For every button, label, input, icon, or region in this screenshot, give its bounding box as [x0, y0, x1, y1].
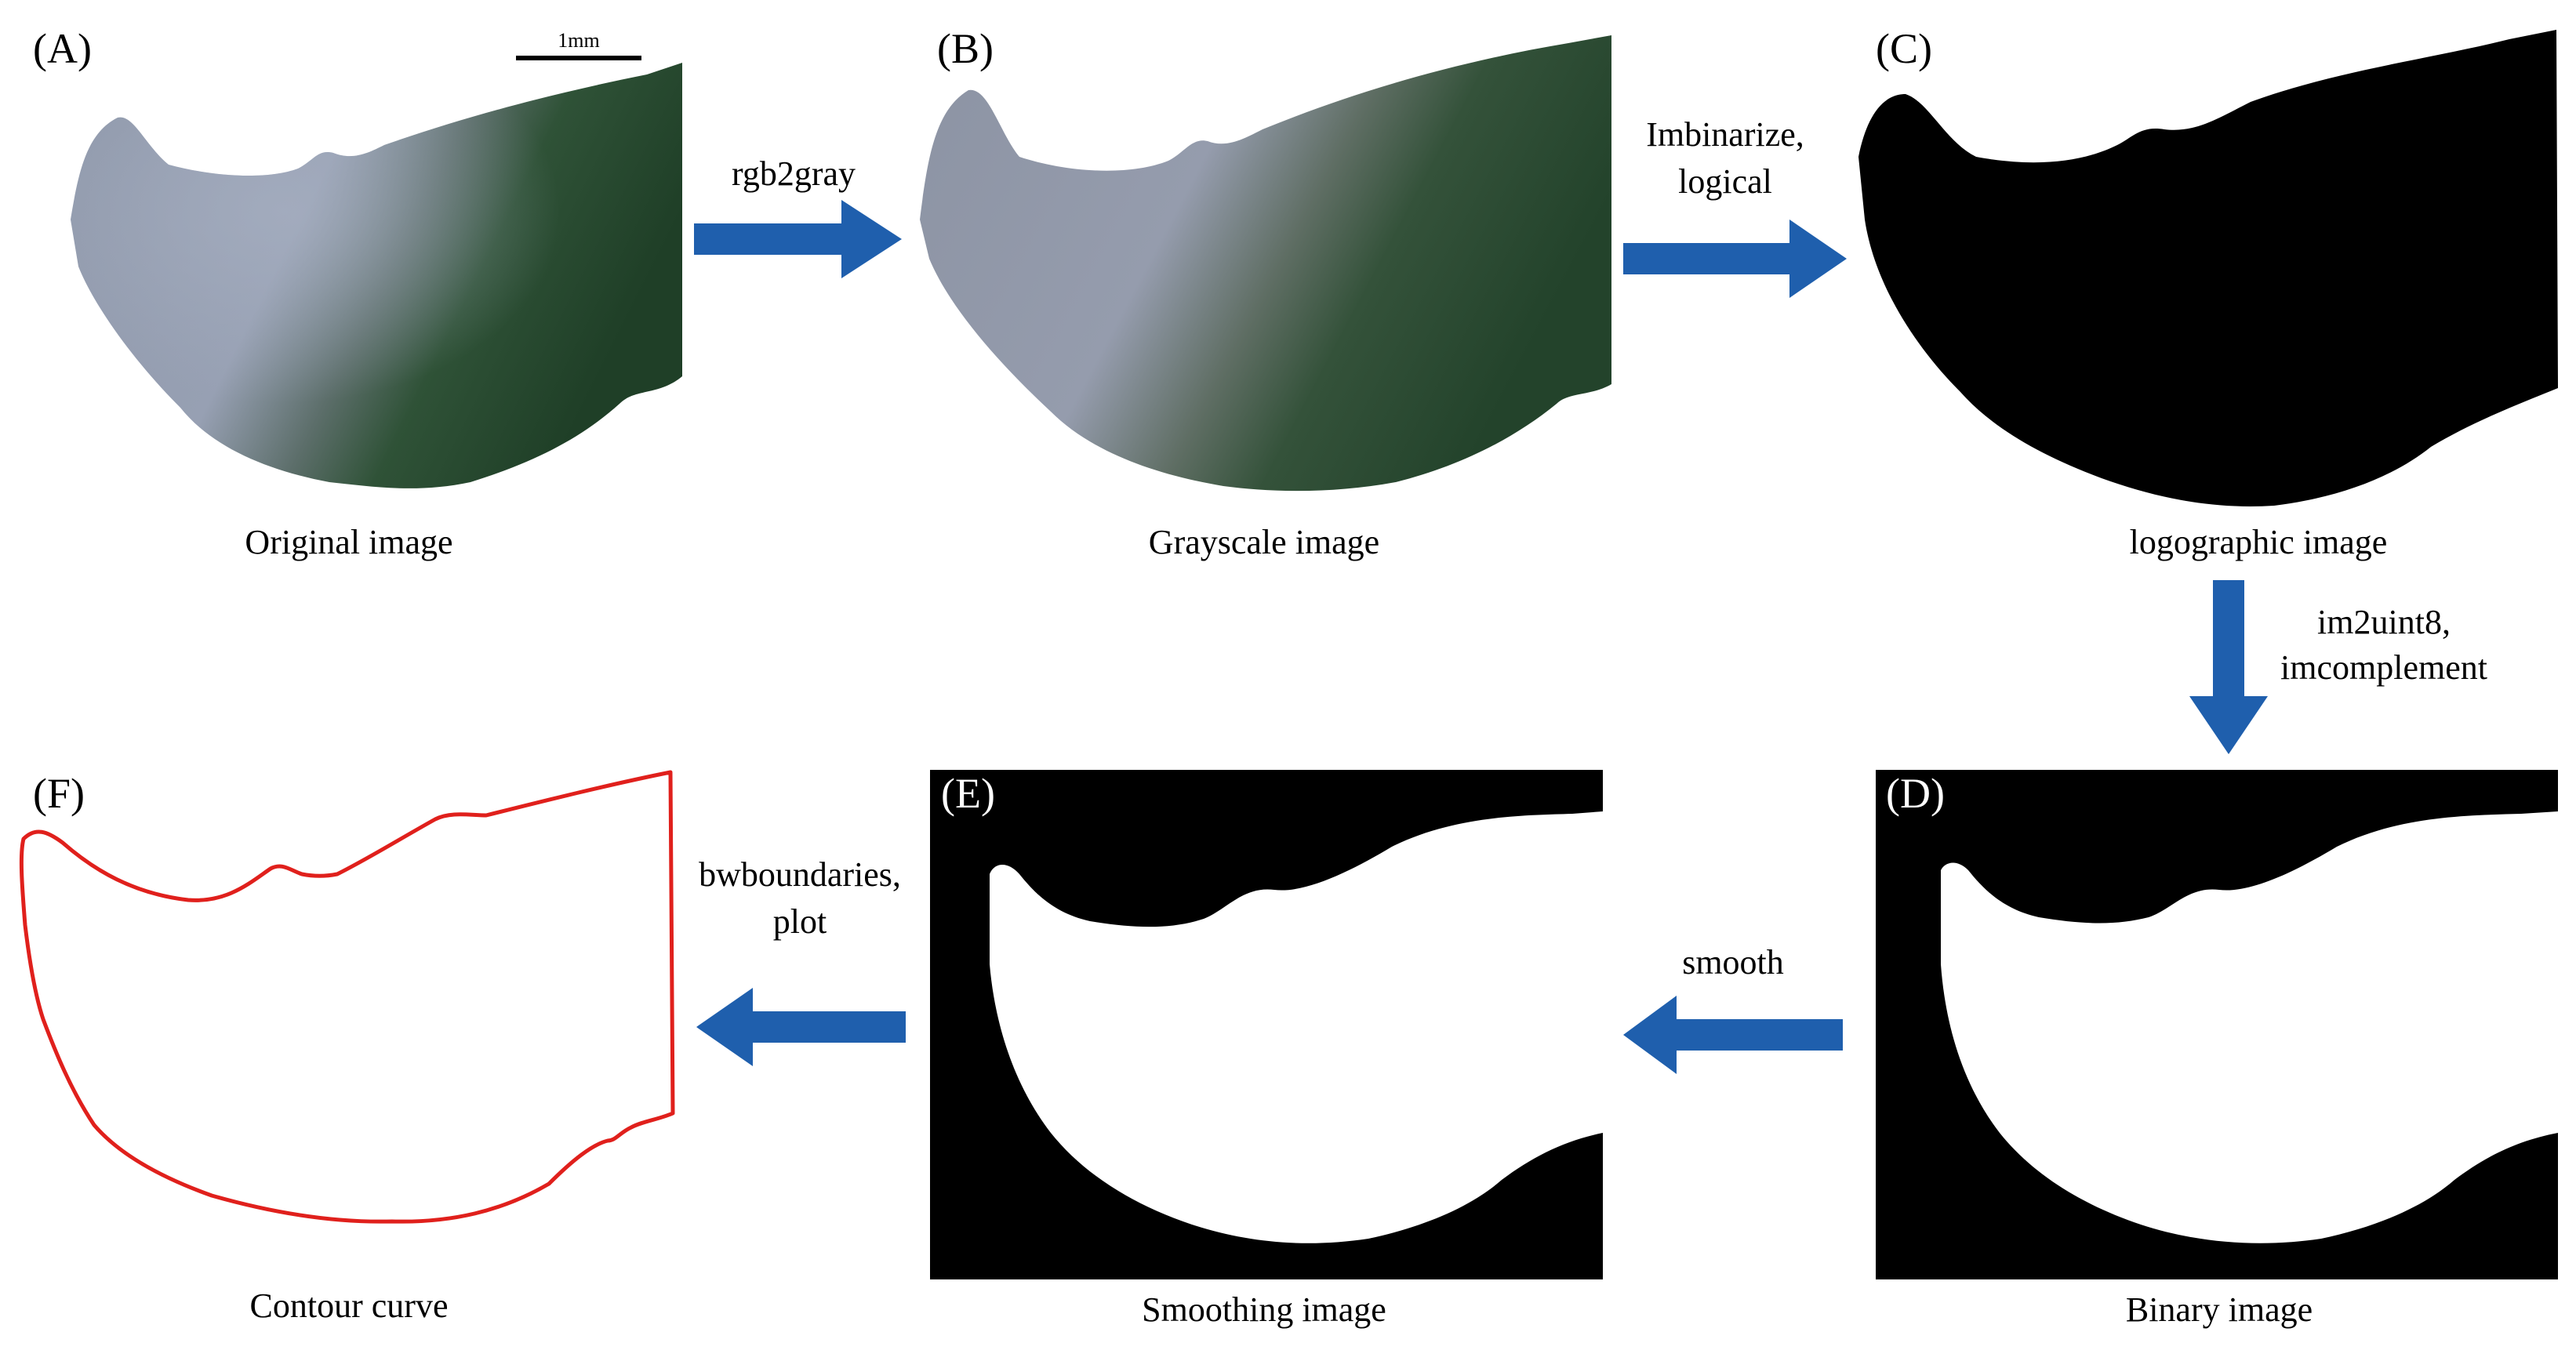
panel-c-letter: (C)	[1876, 25, 1932, 72]
arrow-c-to-d-shape	[2189, 580, 2268, 754]
panel-a: (A) 1mm Original image	[33, 25, 682, 561]
arrow-a-to-b-label: rgb2gray	[732, 154, 856, 193]
arrow-d-to-e: smooth	[1623, 943, 1843, 1074]
specimen-original-highlight	[71, 63, 682, 488]
panel-e-caption: Smoothing image	[1142, 1290, 1386, 1329]
binary-mask-c	[1858, 30, 2558, 506]
panel-f: (F) Contour curve	[19, 770, 675, 1325]
arrow-b-to-c-label-line1: Imbinarize,	[1646, 115, 1804, 154]
arrow-e-to-f: bwboundaries, plot	[696, 855, 906, 1066]
panel-f-caption: Contour curve	[250, 1286, 449, 1325]
arrow-a-to-b-shape	[694, 200, 902, 278]
arrow-e-to-f-label-line1: bwboundaries,	[699, 855, 901, 894]
arrow-b-to-c-shape	[1623, 220, 1847, 298]
arrow-e-to-f-shape	[696, 988, 906, 1066]
arrow-d-to-e-shape	[1623, 996, 1843, 1074]
arrow-e-to-f-label-line2: plot	[773, 902, 827, 941]
panel-d: (D) Binary image	[1876, 770, 2558, 1329]
binary-image-d-foreground	[1941, 811, 2558, 1243]
panel-a-letter: (A)	[33, 25, 92, 72]
panel-d-caption: Binary image	[2126, 1290, 2313, 1329]
panel-b-letter: (B)	[937, 25, 994, 72]
panel-e: (E) Smoothing image	[930, 770, 1603, 1329]
panel-d-letter: (D)	[1886, 770, 1945, 817]
arrow-b-to-c-label-line2: logical	[1678, 162, 1772, 201]
arrow-c-to-d-label-line2: imcomplement	[2280, 648, 2487, 687]
panel-b: (B) Grayscale image	[920, 25, 1611, 561]
arrow-b-to-c: Imbinarize, logical	[1623, 115, 1847, 298]
panel-a-caption: Original image	[245, 523, 452, 561]
panel-e-letter: (E)	[941, 770, 995, 817]
arrow-c-to-d: im2uint8, imcomplement	[2189, 580, 2487, 754]
arrow-d-to-e-label: smooth	[1682, 943, 1784, 982]
panel-b-caption: Grayscale image	[1149, 523, 1379, 561]
arrow-c-to-d-label-line1: im2uint8,	[2317, 603, 2451, 641]
panel-c-caption: logographic image	[2130, 523, 2388, 561]
specimen-grayscale	[920, 35, 1611, 492]
smoothing-image-e-foreground	[990, 811, 1603, 1243]
scale-bar-label: 1mm	[558, 29, 599, 52]
arrow-a-to-b: rgb2gray	[694, 154, 902, 278]
panel-c: (C) logographic image	[1858, 25, 2558, 561]
panel-f-letter: (F)	[33, 770, 85, 817]
contour-curve	[19, 770, 675, 1224]
